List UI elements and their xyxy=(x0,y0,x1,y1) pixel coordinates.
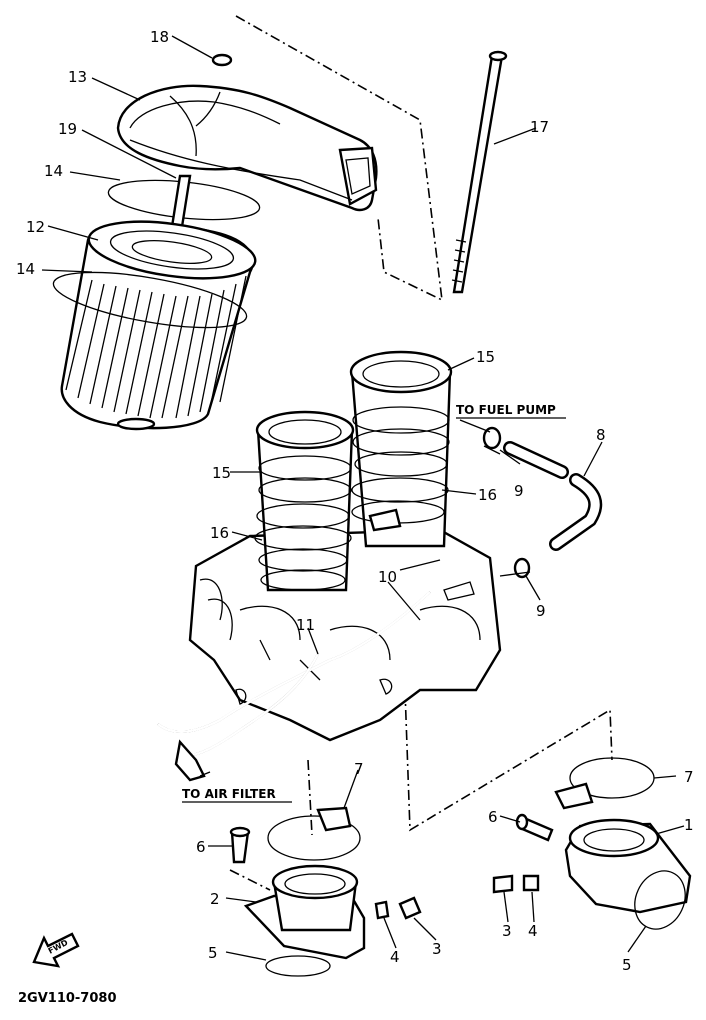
callout-15-left: 15 xyxy=(212,464,231,482)
hoses-10-11 xyxy=(157,591,431,782)
callout-9-lower: 9 xyxy=(536,602,546,620)
air-cleaner-case xyxy=(116,84,378,212)
callout-2: 2 xyxy=(210,890,220,908)
diagram-code: 2GV110-7080 xyxy=(18,991,117,1006)
front-direction-arrow: FWD xyxy=(32,932,80,968)
clamp-7-right xyxy=(554,757,655,810)
callout-4-right: 4 xyxy=(528,922,538,940)
bolt-6-left xyxy=(229,826,251,864)
callout-12: 12 xyxy=(26,218,45,236)
clip-4-right xyxy=(522,874,540,892)
note-to-air-filter: TO AIR FILTER xyxy=(182,787,276,801)
callout-6-right: 6 xyxy=(488,808,498,826)
long-bolt-17 xyxy=(451,50,508,294)
intake-joint-right xyxy=(349,350,453,548)
callout-numbers: 18 13 19 14 12 14 17 15 15 8 9 16 16 10 … xyxy=(16,28,694,974)
callout-14-top: 14 xyxy=(44,162,63,180)
bolt-6-right xyxy=(515,813,554,842)
callout-7-right: 7 xyxy=(684,768,694,786)
clamp-7-left xyxy=(267,806,361,861)
carburetor-joint-1 xyxy=(564,818,692,914)
guide-lines xyxy=(229,15,613,891)
clip-4-left xyxy=(374,900,390,920)
callout-13: 13 xyxy=(68,68,87,86)
callout-19: 19 xyxy=(58,120,77,138)
callout-17: 17 xyxy=(530,118,549,136)
callout-6-left: 6 xyxy=(196,838,206,856)
callout-18: 18 xyxy=(150,28,169,46)
hose-clamp-9-upper xyxy=(482,426,502,455)
callout-11: 11 xyxy=(296,616,315,634)
cap-3-left xyxy=(398,896,422,920)
callout-10: 10 xyxy=(378,568,397,586)
air-filter-element xyxy=(52,220,257,431)
fuel-hose-8 xyxy=(503,441,603,551)
intake-joint-left xyxy=(254,410,355,592)
callout-5-right: 5 xyxy=(622,956,632,974)
hose-clamp-9-lower xyxy=(499,557,531,579)
callout-1: 1 xyxy=(684,816,694,834)
callout-9-upper: 9 xyxy=(514,482,524,500)
callout-16-left: 16 xyxy=(210,524,229,542)
callout-5-left: 5 xyxy=(208,944,218,962)
screw-18 xyxy=(211,53,233,67)
callout-3-right: 3 xyxy=(502,922,512,940)
callout-4-left: 4 xyxy=(390,948,400,966)
gasket-5-right xyxy=(634,870,686,930)
gasket-5-left xyxy=(265,955,331,977)
callout-16-right: 16 xyxy=(478,486,497,504)
callout-8: 8 xyxy=(596,426,606,444)
note-to-fuel-pump: TO FUEL PUMP xyxy=(456,403,556,417)
cap-3-right xyxy=(492,874,514,894)
leader-lines xyxy=(41,35,685,961)
callout-3-left: 3 xyxy=(432,940,442,958)
callout-14-bottom: 14 xyxy=(16,260,35,278)
callout-15-right: 15 xyxy=(476,348,495,366)
carburetor-joint-2 xyxy=(243,864,366,960)
notes: TO FUEL PUMP TO AIR FILTER xyxy=(182,403,566,803)
callout-7-left: 7 xyxy=(354,760,364,778)
